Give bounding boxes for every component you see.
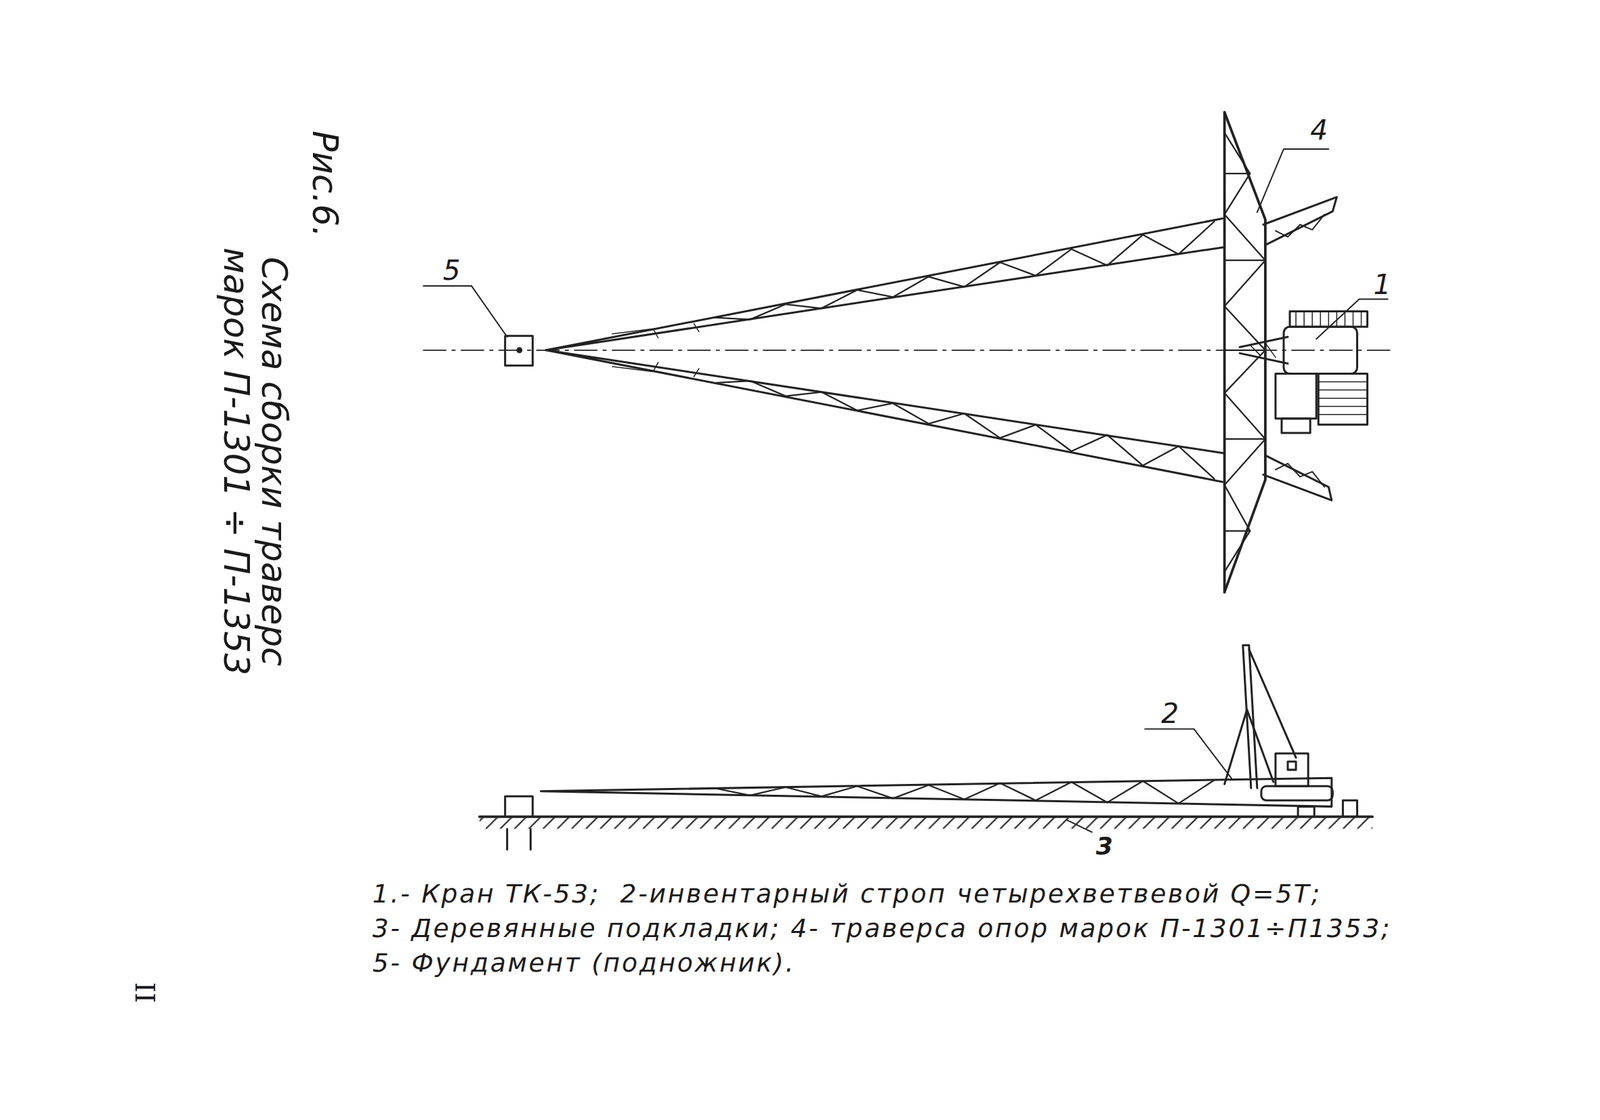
figure-caption: Схема сборки траверс марок П-1301 ÷ П-13…	[216, 216, 294, 706]
crane-top-view	[1239, 311, 1367, 433]
legend-line: 3- Деревянные подкладки; 4- траверса опо…	[372, 914, 1392, 943]
ground-hatch	[479, 816, 1373, 829]
crane-side-view	[1224, 644, 1334, 800]
leader-lines	[423, 149, 1388, 832]
callout-number: 4	[1310, 115, 1328, 146]
page-number: II	[130, 982, 160, 1004]
foundation-center	[517, 348, 522, 353]
lower-leg	[545, 350, 1225, 482]
callout-number: 5	[443, 255, 461, 286]
foundation	[505, 335, 534, 366]
traverse-side	[540, 777, 1332, 807]
callout-number: 2	[1161, 698, 1179, 729]
traverse-truss	[1224, 112, 1338, 593]
figure-number: Рис.6.	[305, 130, 344, 238]
wooden-pads	[1297, 800, 1357, 817]
foundation-side	[505, 795, 534, 849]
callout-number: 3	[1096, 833, 1113, 861]
upper-leg	[545, 218, 1225, 350]
legend-line: 5- Фундамент (подножник).	[372, 949, 796, 977]
legend-line: 1.- Кран ТК-53; 2-инвентарный строп четы…	[372, 879, 1322, 908]
callout-number: 1	[1373, 269, 1392, 301]
ground-line	[479, 815, 1373, 819]
